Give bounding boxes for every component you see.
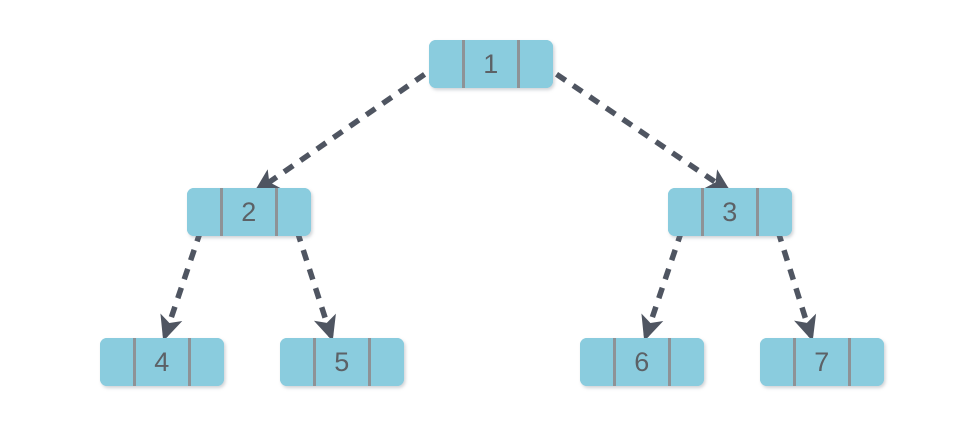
node-right-pointer-cell[interactable]	[371, 338, 404, 386]
tree-node[interactable]: 2	[187, 188, 311, 236]
node-value-label: 7	[814, 346, 830, 377]
node-left-pointer-cell[interactable]	[760, 338, 793, 386]
node-value-cell[interactable]: 5	[313, 338, 371, 386]
node-right-pointer-cell[interactable]	[278, 188, 311, 236]
node-left-pointer-cell[interactable]	[100, 338, 133, 386]
node-right-pointer-cell[interactable]	[520, 40, 553, 88]
node-value-cell[interactable]: 1	[462, 40, 520, 88]
node-value-label: 1	[483, 48, 499, 79]
node-left-pointer-cell[interactable]	[187, 188, 220, 236]
tree-node[interactable]: 3	[668, 188, 792, 236]
node-value-cell[interactable]: 2	[220, 188, 278, 236]
node-left-pointer-cell[interactable]	[280, 338, 313, 386]
tree-node[interactable]: 4	[100, 338, 224, 386]
node-right-pointer-cell[interactable]	[759, 188, 792, 236]
node-value-label: 3	[722, 196, 738, 227]
node-left-pointer-cell[interactable]	[580, 338, 613, 386]
tree-node[interactable]: 7	[760, 338, 884, 386]
node-value-cell[interactable]: 4	[133, 338, 191, 386]
node-right-pointer-cell[interactable]	[191, 338, 224, 386]
node-right-pointer-cell[interactable]	[671, 338, 704, 386]
node-right-pointer-cell[interactable]	[851, 338, 884, 386]
node-value-label: 6	[634, 346, 650, 377]
node-value-cell[interactable]: 6	[613, 338, 671, 386]
node-left-pointer-cell[interactable]	[668, 188, 701, 236]
node-left-pointer-cell[interactable]	[429, 40, 462, 88]
tree-node[interactable]: 6	[580, 338, 704, 386]
node-value-label: 2	[241, 196, 257, 227]
node-value-cell[interactable]: 7	[793, 338, 851, 386]
tree-edge	[253, 60, 443, 194]
tree-node[interactable]: 1	[429, 40, 553, 88]
node-value-label: 4	[154, 346, 170, 377]
node-value-label: 5	[334, 346, 350, 377]
node-value-cell[interactable]: 3	[701, 188, 759, 236]
tree-node[interactable]: 5	[280, 338, 404, 386]
tree-edge	[538, 60, 732, 194]
